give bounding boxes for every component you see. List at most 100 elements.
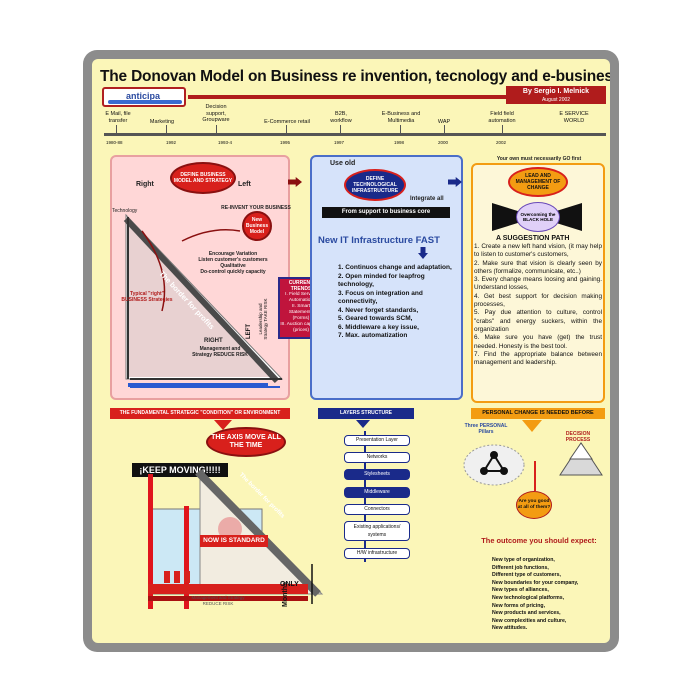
outcome-item: Different job functions, <box>492 564 549 571</box>
timeline-year: 1998 <box>394 140 405 145</box>
timeline-label: Field field automation <box>488 111 516 124</box>
arrow-down-icon <box>418 247 428 259</box>
black-hole-ellipse: Overcoming the BLACK HOLE <box>516 202 560 232</box>
suggestion-item: 7. Find the appropriate balance between … <box>474 350 602 367</box>
use-old-label: Use old <box>330 160 356 167</box>
only-label: ONLY <box>280 581 299 588</box>
list-item: 2. Open minded for leapfrog technology, <box>338 272 425 289</box>
timeline-label: Decision support, Groupware <box>202 104 230 123</box>
layer-box: Connectors <box>344 504 410 515</box>
encourage-list: Encourage Variation Listen customer's cu… <box>190 251 276 275</box>
outcome-title: The outcome you should expect: <box>481 536 597 545</box>
outcome-list: New type of organization, Different job … <box>492 557 604 633</box>
define-infrastructure-ellipse: DEFINE TECHNOLOGICAL INFRASTRUCTURE <box>344 169 406 201</box>
personal-change-banner: PERSONAL CHANGE IS NEEDED BEFORE <box>471 408 605 419</box>
outcome-item: Different type of customers, <box>492 572 561 579</box>
suggestion-item: 1. Create a new left hand vision, (it ma… <box>474 243 602 259</box>
trend-item: I. Field Service Automation <box>285 292 317 303</box>
timeline-year: 2000 <box>438 140 449 145</box>
arrow-down-icon <box>522 420 542 432</box>
timeline-tick <box>400 125 401 135</box>
anticipa-logo: anticipa <box>102 87 186 107</box>
encourage-item: Do-control quickly capacity <box>200 269 266 275</box>
trends-title: CURRENT TRENDS <box>288 280 314 292</box>
outcome-item: New technological platforms, <box>492 594 565 601</box>
list-item: 3. Focus on integration and connectivity… <box>338 289 423 306</box>
timeline-tick <box>286 125 287 135</box>
up-arrow-icon <box>184 571 190 583</box>
outcome-item: New types of alliances, <box>492 587 549 594</box>
timeline-year: 2002 <box>496 140 507 145</box>
logo-swoosh-icon <box>108 100 182 104</box>
encourage-item: Listen customer's customers <box>198 257 268 263</box>
list-item: 4. Never forget standards, <box>338 306 419 314</box>
timeline-label: B2B, workflow <box>330 111 352 124</box>
arrow-down-icon <box>214 420 232 430</box>
right-label: Right <box>136 181 154 188</box>
layer-box: Presentation Layer <box>344 435 410 446</box>
new-business-model-ellipse: New Business Model <box>242 211 272 241</box>
decision-process-label: DECISION PROCESS <box>565 431 591 443</box>
suggestion-title: A SUGGESTION PATH <box>496 235 570 242</box>
strategy-triangle-diagram <box>123 213 284 388</box>
now-standard-bar: NOW IS STANDARD <box>200 535 268 547</box>
timeline-year: 1980-88 <box>106 140 123 145</box>
timeline-tick <box>216 125 217 135</box>
technology-label: Technology <box>112 208 138 214</box>
pillars-diagram <box>463 444 525 486</box>
outcome-item: New boundaries for your company, <box>492 579 579 586</box>
encourage-item: Qualitative <box>220 263 246 269</box>
timeline-year: 1993-4 <box>218 140 233 145</box>
reinvent-label: RE-INVENT YOUR BUSINESS <box>221 205 291 211</box>
support-bar: From support to business core <box>322 207 450 218</box>
timeline-tick <box>502 125 503 135</box>
decision-pyramid-diagram <box>559 442 603 476</box>
define-business-model-ellipse: DEFINE BUSINESS MODEL AND STRATEGY <box>170 162 236 194</box>
timeline-label: E-Commerce retail <box>264 119 310 125</box>
axis-move-ellipse: THE AXIS MOVE ALL THE TIME <box>206 427 286 457</box>
infrastructure-list: 1. Continuos change and adaptation, 2. O… <box>338 264 458 341</box>
poster: The Donovan Model on Business re inventi… <box>92 59 610 643</box>
it-fast-headline: New IT Infrastructure FAST <box>318 235 440 246</box>
up-arrow-icon <box>164 571 170 583</box>
trend-item: II. Smart Statements (Forms) <box>288 304 314 321</box>
lead-change-ellipse: LEAD AND MANAGEMENT OF CHANGE <box>508 167 568 197</box>
timeline-label: E SERVICE WORLD <box>559 111 589 124</box>
timeline-tick <box>444 125 445 135</box>
outcome-item: New products and services, <box>492 610 561 617</box>
outcome-item: New attitudes. <box>492 625 528 632</box>
list-item: 5. Geared towards SCM, <box>338 315 413 322</box>
list-item: 7. Max. automatization <box>338 332 408 339</box>
timeline-tick <box>116 125 117 135</box>
header-red-bar <box>188 95 506 99</box>
author-box: By Sergio I. Melnick August 2002 <box>506 86 606 104</box>
timeline-label: Marketing <box>149 119 175 125</box>
fundamental-condition-banner: THE FUNDAMENTAL STRATEGIC "CONDITION" OR… <box>110 408 290 419</box>
top-note: Your own must necessarily GO first <box>496 156 582 162</box>
suggestion-item: 5. Pay due attention to culture, control… <box>474 309 602 333</box>
right-sub-caption: Management and Strategy REDUCE RISK <box>192 346 248 358</box>
author-date: August 2002 <box>541 97 571 103</box>
suggestion-list: 1. Create a new left hand vision, (it ma… <box>474 243 602 367</box>
layer-box: Networks <box>344 452 410 463</box>
layer-box: Stylesheets <box>344 469 410 480</box>
outcome-item: New complexities and culture, <box>492 617 567 624</box>
layer-box: H/W infrastructure <box>344 548 410 559</box>
typical-strategies-label: Typical "right" BUSINESS Strategies <box>121 291 173 303</box>
bottom-small-caption: Management and Strategy REDUCE RISK <box>191 595 245 606</box>
suggestion-item: 4. Get best support for decision making … <box>474 292 602 309</box>
suggestion-item: 6. Make sure you have (get) the trust ne… <box>474 334 602 350</box>
moving-axis-diagram <box>148 469 324 609</box>
arrow-right-icon <box>448 177 462 187</box>
left-caption: LEFT <box>246 324 252 339</box>
connector-line <box>534 461 536 491</box>
list-item: 1. Continuos change and adaptation, <box>338 264 452 271</box>
layer-box: Existing applications/ systems <box>344 521 410 541</box>
timeline-tick <box>340 125 341 135</box>
outcome-item: New forms of pricing, <box>492 602 546 609</box>
timeline-year: 1997 <box>334 140 345 145</box>
suggestion-item: 3. Every change means loosing and gainin… <box>474 276 602 292</box>
layer-box: Middleware <box>344 487 410 498</box>
trend-item: III. Auction capacity (prices) <box>280 322 322 333</box>
timeline-label: E-Business and Multimedia <box>381 111 421 124</box>
